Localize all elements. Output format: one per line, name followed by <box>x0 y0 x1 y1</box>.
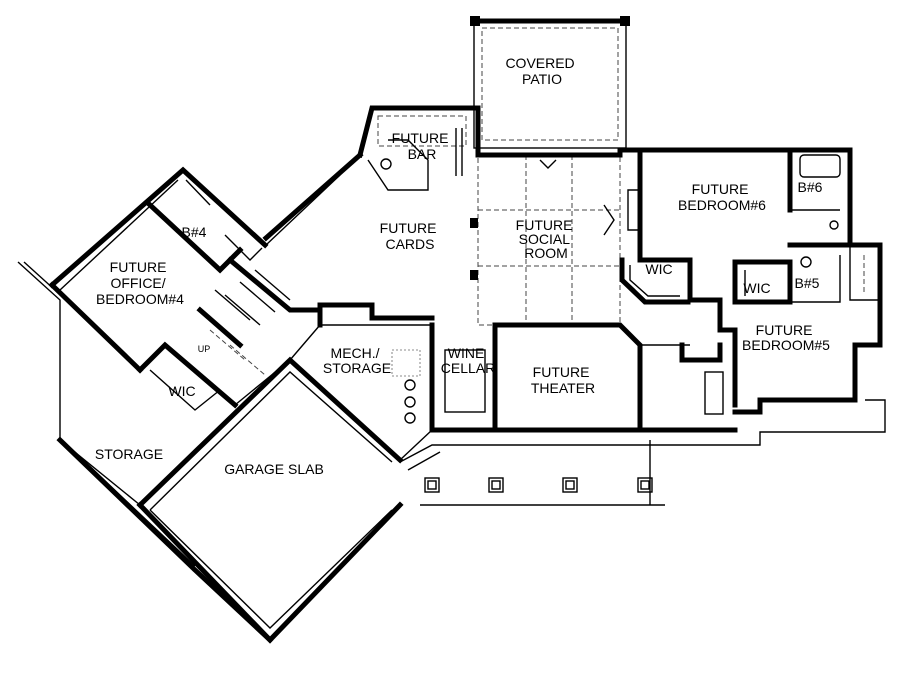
wine-cellar-label: WINE CELLAR <box>441 345 495 376</box>
garage-slab-label: GARAGE SLAB <box>224 461 324 477</box>
future-bedroom5-label: FUTURE BEDROOM#5 <box>742 322 830 353</box>
left-wing-walls <box>48 166 323 411</box>
garage-and-storage <box>17 261 433 644</box>
bar-area <box>356 105 481 191</box>
future-bar-label: FUTURE BAR <box>392 130 453 162</box>
mech-storage-label: MECH./ STORAGE <box>323 345 391 376</box>
wic-right-label: WIC <box>743 280 770 296</box>
future-bedroom6-label: FUTURE BEDROOM#6 <box>678 181 766 213</box>
wic-left-label: WIC <box>168 383 195 399</box>
future-office-bedroom4-label: FUTURE OFFICE/ BEDROOM#4 <box>96 259 184 307</box>
social-room <box>470 152 623 326</box>
covered-patio <box>470 16 630 149</box>
stair-up-label: UP <box>198 344 211 354</box>
bath4-label: B#4 <box>182 224 207 240</box>
storage-label: STORAGE <box>95 446 163 462</box>
right-wing-walls <box>617 147 886 415</box>
future-cards-label: FUTURE CARDS <box>380 220 441 252</box>
covered-patio-label: COVERED PATIO <box>505 55 578 87</box>
cards-room-walls <box>262 151 364 246</box>
future-social-room-label: FUTURE SOCIAL ROOM <box>516 217 577 261</box>
future-theater-label: FUTURE THEATER <box>531 364 595 396</box>
lower-porch <box>399 412 886 506</box>
bath5-label: B#5 <box>795 275 820 291</box>
wic-center-label: WIC <box>645 261 672 277</box>
bath6-label: B#6 <box>798 179 823 195</box>
